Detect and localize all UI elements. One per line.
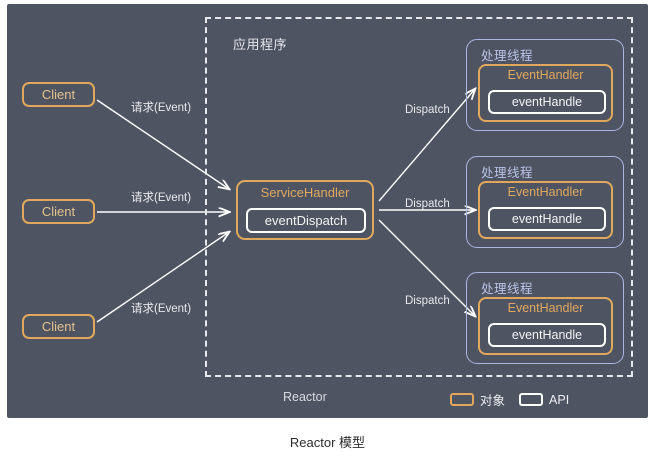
event-handler-title: EventHandler bbox=[507, 185, 584, 199]
service-handler-api-label: eventDispatch bbox=[264, 213, 348, 228]
event-handler-api-label: eventHandle bbox=[511, 328, 583, 342]
handler-thread-label: 处理线程 bbox=[481, 282, 534, 296]
handler-thread-box-2[interactable]: 处理线程 EventHandler eventHandle bbox=[466, 156, 624, 248]
event-handler-api-label: eventHandle bbox=[511, 212, 583, 226]
event-handler-title: EventHandler bbox=[507, 301, 584, 315]
handler-thread-box-3[interactable]: 处理线程 EventHandler eventHandle bbox=[466, 272, 624, 364]
client-label: Client bbox=[41, 87, 76, 102]
client-box-2[interactable]: Client bbox=[22, 199, 95, 224]
handler-thread-label: 处理线程 bbox=[481, 166, 534, 180]
legend-api-swatch-icon bbox=[519, 393, 544, 406]
event-handler-box[interactable]: EventHandler eventHandle bbox=[478, 181, 613, 239]
diagram-panel: 应用程序 Client Client Client 请求(Event) 请求(E… bbox=[7, 4, 648, 418]
legend-api-label: API bbox=[549, 392, 570, 407]
event-handler-api-box[interactable]: eventHandle bbox=[488, 90, 606, 114]
event-handler-box[interactable]: EventHandler eventHandle bbox=[478, 64, 613, 122]
dispatch-edge-label-1: Dispatch bbox=[405, 104, 450, 116]
event-handler-api-box[interactable]: eventHandle bbox=[488, 323, 606, 347]
legend: 对象 API bbox=[450, 390, 577, 409]
event-handler-api-label: eventHandle bbox=[511, 95, 583, 109]
application-label: 应用程序 bbox=[233, 37, 288, 52]
request-edge-label-1: 请求(Event) bbox=[131, 102, 192, 114]
client-label: Client bbox=[41, 204, 76, 219]
client-label: Client bbox=[41, 319, 76, 334]
request-edge-label-2: 请求(Event) bbox=[131, 192, 192, 204]
dispatch-edge-label-2: Dispatch bbox=[405, 198, 450, 210]
handler-thread-box-1[interactable]: 处理线程 EventHandler eventHandle bbox=[466, 39, 624, 131]
service-handler-box[interactable]: ServiceHandler eventDispatch bbox=[236, 180, 374, 240]
event-handler-title: EventHandler bbox=[507, 68, 584, 82]
request-edge-label-3: 请求(Event) bbox=[131, 303, 192, 315]
event-handler-box[interactable]: EventHandler eventHandle bbox=[478, 297, 613, 355]
dispatch-edge-label-3: Dispatch bbox=[405, 295, 450, 307]
figure-caption: Reactor 模型 bbox=[289, 435, 366, 450]
legend-object-swatch-icon bbox=[450, 393, 474, 406]
handler-thread-label: 处理线程 bbox=[481, 49, 534, 63]
client-box-3[interactable]: Client bbox=[22, 314, 95, 339]
service-handler-title: ServiceHandler bbox=[260, 185, 350, 200]
application-boundary bbox=[205, 17, 633, 377]
reactor-footer-label: Reactor bbox=[283, 390, 327, 404]
service-handler-api-box[interactable]: eventDispatch bbox=[246, 208, 366, 233]
client-box-1[interactable]: Client bbox=[22, 82, 95, 107]
legend-object-label: 对象 bbox=[480, 394, 506, 408]
event-handler-api-box[interactable]: eventHandle bbox=[488, 207, 606, 231]
